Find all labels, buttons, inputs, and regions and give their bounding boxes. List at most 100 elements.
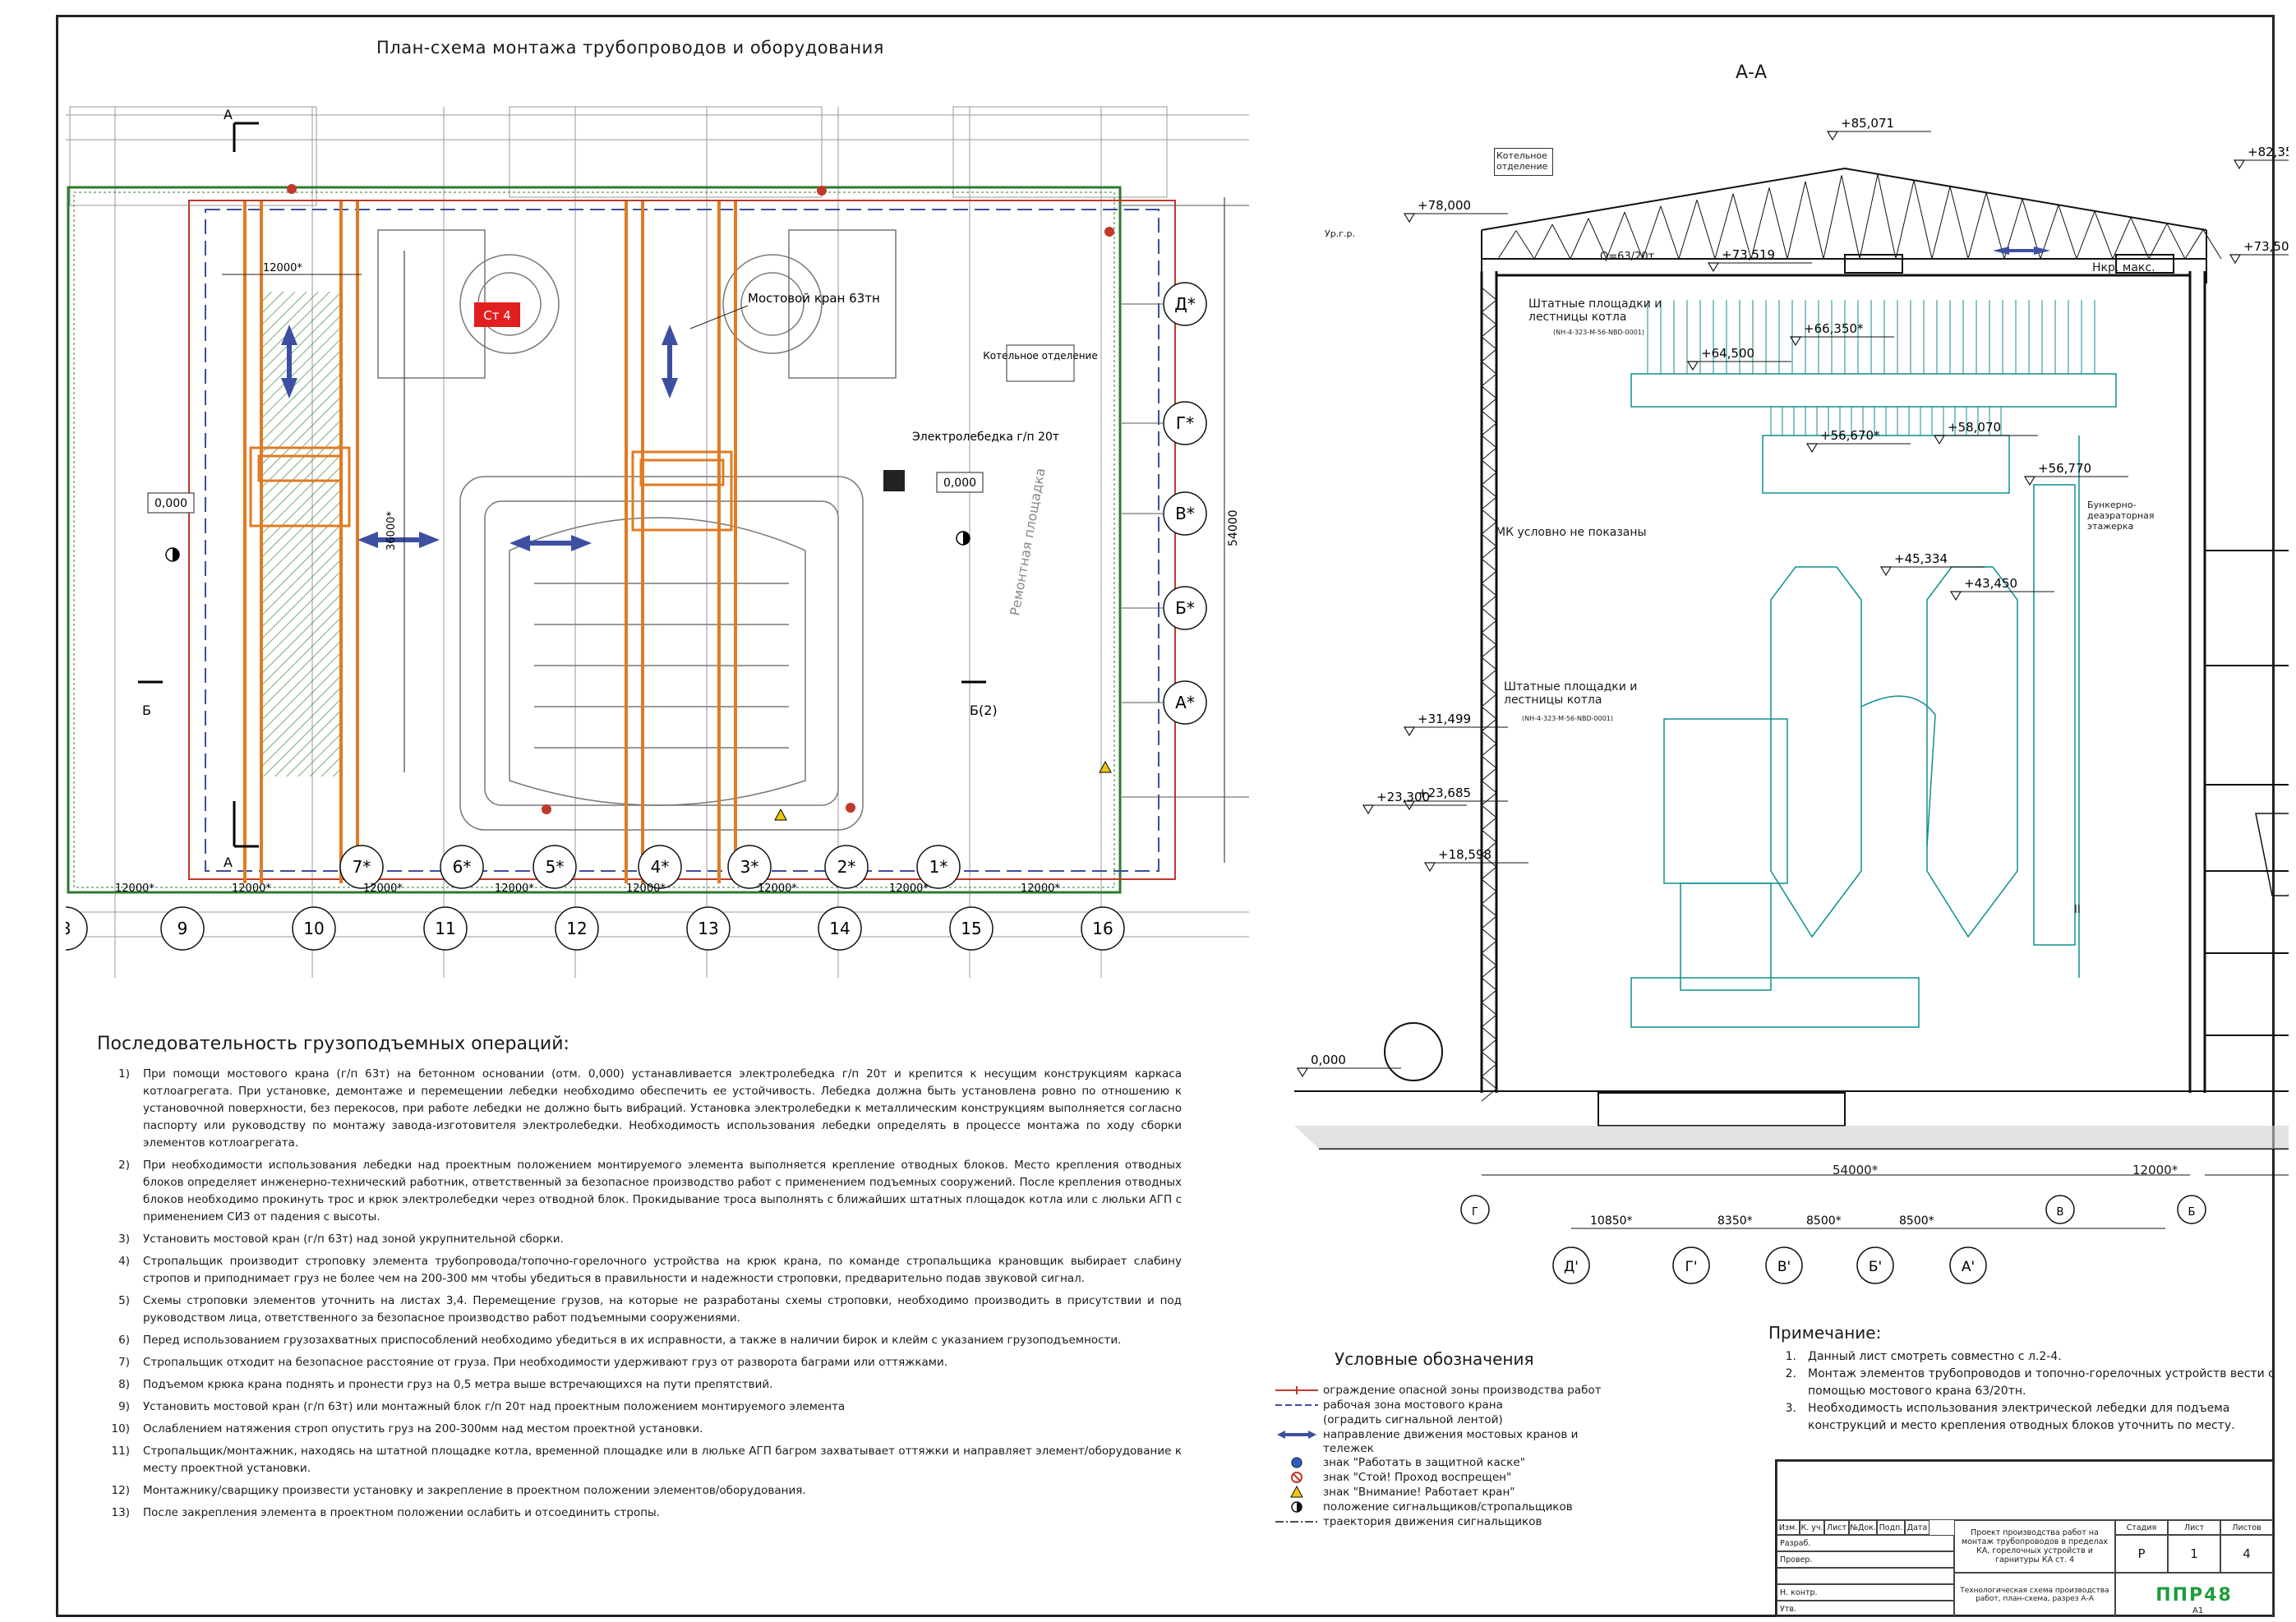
green-fence-outer [67,186,1122,894]
elevation-top-6: +56,670* [1805,428,1911,454]
legend-text: положение сигнальщиков/стропальщиков [1323,1500,1573,1514]
section-axis-1-label: В [2057,1206,2064,1219]
elevation-left-5-label: 0,000 [1311,1053,1346,1067]
elevation-top-9: +45,334 [1879,551,1985,577]
legend-item: знак "Работать в защитной каске" [1274,1456,1619,1471]
row-axis-1-label: Д* [1174,294,1196,314]
stamp-header: Дата [1905,1520,1929,1535]
elevation-top-0: +85,071 [1826,116,1931,141]
column-axis-top-4: 3* [727,845,772,889]
operation-text: Установить мостовой кран (г/п 63т) или м… [143,1400,846,1413]
section-crane-arrow [1993,247,2050,255]
operation-item: 5)Схемы строповки элементов уточнить на … [97,1293,1182,1327]
operation-text: Установить мостовой кран (г/п 63т) над з… [143,1233,564,1246]
column-axis-top-2: 5* [533,845,577,889]
elevation-left-1: +31,499 [1403,712,1508,737]
signaller-markers [165,531,970,562]
span-dimensions: 12000*12000*12000*12000*12000*12000*1200… [115,882,1060,895]
elevation-left-0: +78,000 [1403,198,1508,223]
elevation-left-4: +18,598 [1423,847,1528,873]
crane-trolley-1 [1844,254,1903,274]
winch-icon [883,470,905,491]
notes: Примечание: 1.Данный лист смотреть совме… [1768,1325,2278,1435]
column-axis-bottom-7: 15 [949,906,994,951]
legend-item: знак "Внимание! Работает кран" [1274,1485,1619,1500]
row-axis-3: В* [1163,491,1207,536]
stamp-role [1777,1568,1954,1584]
row-axis-4-label: Б* [1175,598,1195,618]
column-axis-top-5-label: 2* [837,857,856,877]
column-axis-bottom-6-label: 14 [829,919,850,938]
platforms-label-2: Штатные площадки и лестницы котла [1504,680,1638,707]
elevation-top-6-label: +56,670* [1820,428,1880,443]
legend-text: знак "Стой! Проход воспрещен" [1323,1471,1512,1484]
operation-text: Схемы строповки элементов уточнить на ли… [143,1294,1182,1325]
winch-label: Электролебедка г/п 20т [912,431,1059,444]
section-axis-primed-4-label: А' [1962,1259,1975,1275]
operation-num: 10) [111,1422,130,1435]
section-axis-primed-2-label: В' [1777,1259,1791,1275]
legend-text: траектория движения сигнальщиков [1323,1515,1542,1528]
operation-num: 2) [118,1159,130,1172]
span-dim-1: 12000* [232,882,271,895]
elevation-top-8-label: +56,770 [2038,461,2091,476]
platforms-code-2: (NH-4-323-M-56-NBD-0001) [1522,715,1613,722]
plan-level-right: 0,000 [943,477,976,490]
elevation-top-4-label: +66,350* [1804,321,1864,336]
elevation-top-0-label: +85,071 [1841,116,1894,131]
platforms-code-1: (NH-4-323-M-56-NBD-0001) [1553,329,1644,336]
row-axis-5-label: А* [1175,693,1195,712]
plan-level-left: 0,000 [154,497,187,510]
section-axis-primed-2: В' [1765,1246,1803,1284]
column-axis-top-2-label: 5* [546,857,565,877]
span-dim-5: 12000* [758,882,797,895]
section-mark-b-right: Б(2) [970,703,998,718]
section-title: А-А [1736,62,1768,83]
span-dim-7: 12000* [1021,882,1060,895]
column-axis-bottom-3-label: 11 [435,919,455,938]
section-axis-primed-1: Г' [1672,1246,1710,1284]
operation-item: 13)После закрепления элемента в проектно… [97,1504,1182,1522]
column-axis-bottom-2-label: 10 [303,919,324,938]
elevation-top-note: Нкр. макс. [2092,261,2155,274]
operation-num: 11) [111,1445,130,1458]
elevation-left-note: Ур.г.р. [1325,228,1355,239]
elevation-top-3: +73,519 [1707,247,1812,273]
none-icon [1274,1413,1323,1427]
note-item: 3.Необходимость использования электричес… [1785,1402,2235,1432]
elevation-left-4-label: +18,598 [1438,847,1491,862]
stamp-stage: Р [2115,1535,2168,1573]
operation-num: 1) [118,1067,130,1081]
sign-red-icon [1274,1471,1323,1485]
span-dim-2: 12000* [363,882,403,895]
section-axis-primed-4: А' [1949,1246,1987,1284]
column-axis-top-6-label: 1* [929,857,948,877]
operation-num: 3) [118,1233,130,1246]
column-axis-bottom-4-label: 12 [566,919,587,938]
operation-item: 12)Монтажнику/сварщику произвести устано… [97,1482,1182,1500]
operation-num: 12) [111,1484,130,1497]
sign-yellow-icon [1274,1485,1323,1500]
section-dim-total: 54000* [1833,1163,1879,1177]
stamp-header: Лист [1824,1520,1849,1535]
legend-item: (оградить сигнальной лентой) [1274,1413,1619,1428]
elevation-top-3-label: +73,519 [1722,247,1775,262]
operation-item: 4)Стропальщик производит строповку элеме… [97,1253,1182,1288]
boiler-plan-outline [377,229,897,831]
double-arrow-blue-icon [1274,1428,1323,1442]
station-tag: Ст 4 [483,308,511,323]
plan-title: План-схема монтажа трубопроводов и обору… [376,38,884,58]
note-item: 1.Данный лист смотреть совместно с л.2-4… [1785,1350,2062,1363]
legend-item: траектория движения сигнальщиков [1274,1515,1619,1530]
column-axis-top-4-label: 3* [740,857,759,877]
operation-item: 2)При необходимости использования лебедк… [97,1157,1182,1226]
platforms-label-1: Штатные площадки и лестницы котла [1528,297,1662,324]
section-mark-a-top: А [224,107,233,122]
bunker-hopper [2255,813,2289,896]
elevation-top-5-label: +64,500 [1701,346,1754,361]
operations-title: Последовательность грузоподъемных операц… [97,1034,569,1054]
operation-text: Перед использованием грузозахватных прис… [143,1334,1122,1347]
crane-work-zone [205,209,1160,872]
legend-item: ограждение опасной зоны производства раб… [1274,1384,1619,1399]
dash-dot-line-icon [1274,1515,1323,1529]
